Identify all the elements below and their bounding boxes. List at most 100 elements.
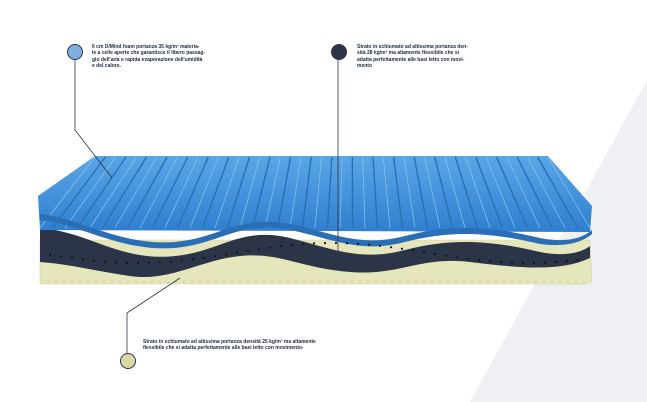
ridge-groove <box>485 156 516 229</box>
ridge-groove <box>239 156 261 229</box>
perforation-hole <box>400 247 404 250</box>
perforation-hole <box>301 243 305 246</box>
ridge-groove <box>506 156 541 229</box>
ridge-groove <box>89 156 137 229</box>
perforation-hole <box>158 261 162 264</box>
ridge-groove <box>201 156 230 229</box>
perforation-hole <box>356 242 360 245</box>
perforation-hole <box>268 246 272 249</box>
ridge-groove <box>51 156 106 229</box>
ridge-groove <box>251 156 271 229</box>
perforation-hole <box>202 256 206 259</box>
ridge-groove <box>444 156 466 229</box>
perforation-hole <box>554 260 558 263</box>
ridge-groove <box>151 156 189 229</box>
callout-top-line: le a celle aperte che garantisce il libe… <box>92 50 206 57</box>
ridge-groove <box>547 156 591 229</box>
ridge-groove <box>382 156 391 229</box>
callout-top-line: e del calore. <box>92 63 121 70</box>
ridge-groove <box>465 156 491 229</box>
ridge-groove <box>264 156 281 229</box>
perforation-hole <box>543 261 547 264</box>
callout-dot-middle <box>331 44 347 60</box>
ridge-groove <box>214 156 240 229</box>
perforation-hole <box>224 253 228 256</box>
ridge-groove <box>176 156 209 229</box>
perforation-hole <box>180 259 184 262</box>
perforation-hole <box>444 254 448 257</box>
perforation-hole <box>345 242 349 245</box>
perforation-hole <box>488 260 492 263</box>
ridge-groove <box>301 156 312 229</box>
perforation-hole <box>257 248 261 251</box>
perforation-hole <box>576 258 580 261</box>
perforation-hole <box>532 261 536 264</box>
ridge-groove <box>454 156 479 229</box>
ridge-groove <box>495 156 529 229</box>
ridge-groove <box>226 156 251 229</box>
top-layer-ridges <box>39 156 591 229</box>
perforation-hole <box>246 249 250 252</box>
ridge-groove <box>424 156 441 229</box>
callout-bottom-line: Strato in schiumato ad altissima portanz… <box>143 339 316 345</box>
perforation-hole <box>290 243 294 247</box>
callout-label-top: 6 cm D/Mind foam portanza 35 kg/m³ mater… <box>92 44 205 70</box>
perforation-hole <box>521 261 525 265</box>
ridge-groove <box>126 156 168 229</box>
ridge-groove <box>372 156 379 229</box>
callout-top-line: gio dell'aria e rapida evaporazione dell… <box>92 56 203 63</box>
ridge-groove <box>362 156 366 229</box>
perforation-hole <box>59 255 63 258</box>
perforation-hole <box>565 259 569 263</box>
perforation-hole <box>279 245 283 248</box>
perforation-hole <box>334 241 338 245</box>
perforation-hole <box>191 258 195 261</box>
ridge-groove <box>276 156 292 229</box>
middle-layer-perforations <box>48 241 580 265</box>
perforation-hole <box>499 261 503 264</box>
callout-middle-line: sità 28 kg/m³ ma altamente flessibile ch… <box>357 50 459 57</box>
perforation-hole <box>477 259 481 262</box>
callout-middle-line: mento <box>357 63 372 70</box>
bottom-layer-marks <box>47 281 585 284</box>
ridge-groove <box>164 156 199 229</box>
callout-middle-line: Strato in schiumato ad altissima portanz… <box>357 44 468 50</box>
perforation-hole <box>136 261 140 265</box>
ridge-groove <box>114 156 158 229</box>
ridge-groove <box>392 156 404 229</box>
perforation-hole <box>466 257 470 260</box>
perforation-hole <box>125 261 129 264</box>
top-layer-surface <box>38 156 592 232</box>
perforation-hole <box>378 244 382 247</box>
perforation-hole <box>455 256 459 259</box>
perforation-hole <box>114 261 118 264</box>
perforation-hole <box>48 253 52 256</box>
perforation-hole <box>422 251 426 254</box>
perforation-hole <box>169 260 173 263</box>
perforation-hole <box>323 242 327 245</box>
callout-top-line: 6 cm D/Mind foam portanza 35 kg/m³ mater… <box>92 44 200 50</box>
ridge-groove <box>314 156 322 229</box>
ridge-groove <box>434 156 454 229</box>
callout-middle-line: adatta perfettamente alle basi letto con… <box>357 56 465 63</box>
ridge-groove <box>101 156 148 229</box>
ridge-groove <box>64 156 116 229</box>
callout-label-middle: Strato in schiumato ad altissima portanz… <box>357 44 468 70</box>
top-layer-wave-edge <box>40 214 592 249</box>
perforation-hole <box>367 243 371 246</box>
leader-line-top <box>74 57 113 179</box>
callout-bottom-line: flessibile che si adatta perfettamente a… <box>143 345 304 352</box>
perforation-hole <box>70 256 74 259</box>
ridge-groove <box>76 156 127 229</box>
perforation-hole <box>103 260 107 263</box>
perforation-hole <box>510 261 514 264</box>
ridge-groove <box>475 156 504 229</box>
callout-label-bottom: Strato in schiumato ad altissima portanz… <box>143 339 316 352</box>
perforation-hole <box>411 249 415 252</box>
perforation-hole <box>235 251 239 254</box>
ridge-groove <box>289 156 302 229</box>
perforation-hole <box>433 252 437 255</box>
ridge-groove <box>189 156 219 229</box>
ridge-groove <box>413 156 429 229</box>
